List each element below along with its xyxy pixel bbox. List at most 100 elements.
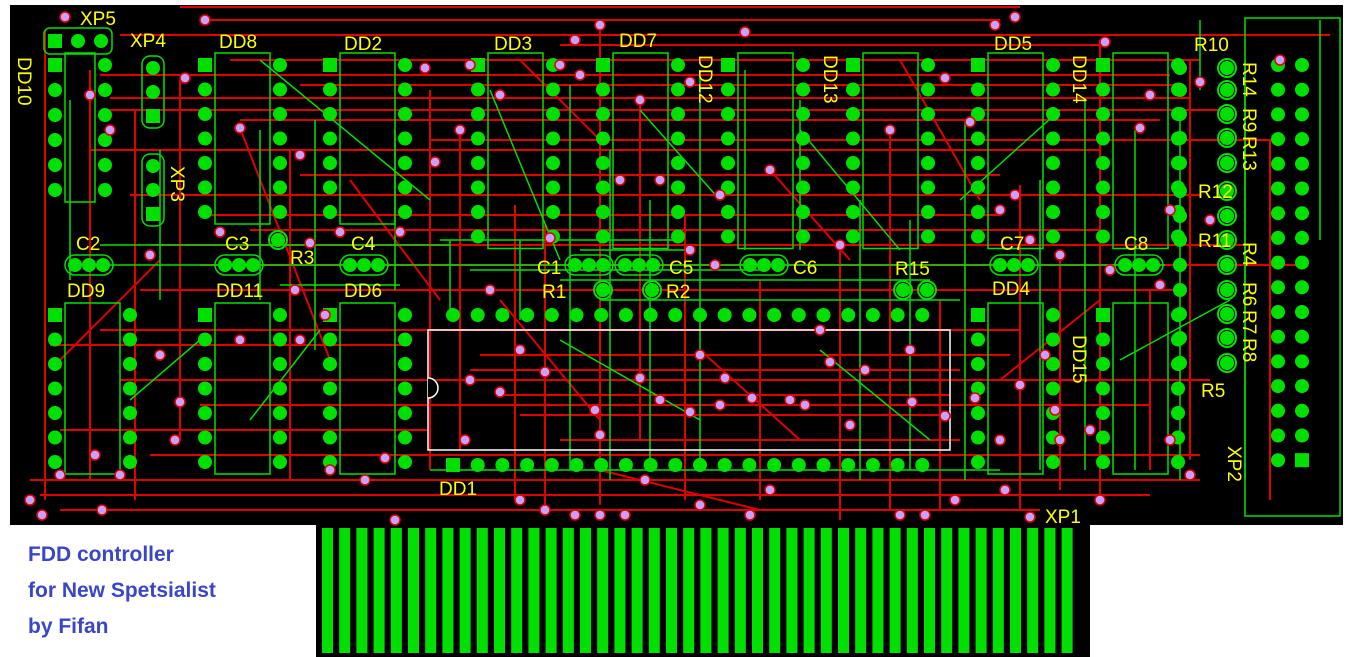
label-r2: R2: [666, 282, 690, 303]
pad: [1271, 280, 1285, 295]
xp3-outline: [141, 153, 165, 227]
pad: [569, 458, 584, 472]
bottom-trace: [129, 339, 201, 401]
pad: [971, 357, 985, 371]
via: [719, 372, 731, 384]
label-c7: C7: [1000, 234, 1024, 255]
via: [634, 94, 646, 106]
via: [1099, 36, 1111, 48]
pad: [1173, 156, 1187, 170]
pad: [1295, 379, 1309, 394]
dd1-notch: [427, 377, 439, 399]
via: [1054, 249, 1066, 261]
pad: [646, 258, 660, 272]
pad: [971, 406, 985, 420]
pad: [1295, 255, 1309, 270]
pad: [48, 133, 62, 147]
pad: [198, 406, 212, 420]
pad: [1046, 205, 1060, 219]
pad: [767, 308, 782, 322]
pad: [771, 258, 785, 272]
pad: [123, 332, 137, 347]
via: [619, 509, 631, 521]
via: [464, 374, 476, 386]
res-pad: [1217, 58, 1237, 78]
via: [54, 469, 66, 481]
pad: [546, 82, 560, 97]
pad: [618, 258, 632, 272]
caption-line-2: for New Spetsialist: [28, 579, 216, 602]
edge-finger: [425, 528, 437, 653]
pad: [594, 458, 609, 472]
pad: [1295, 280, 1309, 295]
via: [994, 204, 1006, 216]
via: [1024, 234, 1036, 246]
edge-connector-fingers: [322, 528, 1073, 653]
pad: [846, 205, 860, 219]
pad: [495, 308, 510, 322]
pad: [1271, 82, 1285, 97]
pad: [446, 458, 460, 472]
pad: [668, 308, 683, 322]
edge-finger: [1044, 528, 1056, 653]
pad: [323, 332, 337, 347]
silkscreen-labels: DD1 DD2 DD3 DD4 DD5 DD6 DD7 DD8 DD9 DD10…: [13, 9, 1259, 528]
pad: [1173, 283, 1187, 297]
ic-outline: [737, 52, 794, 250]
pad: [971, 332, 985, 347]
caption-line-1: FDD controller: [28, 543, 174, 566]
pad: [146, 159, 160, 173]
pad: [1271, 428, 1285, 443]
pad: [921, 180, 935, 195]
pad: [398, 82, 412, 97]
pad: [273, 156, 287, 170]
pad: [371, 258, 385, 272]
pad: [123, 357, 137, 371]
ic-outline: [64, 52, 96, 203]
via: [589, 404, 601, 416]
pad: [398, 430, 412, 445]
via: [1184, 469, 1196, 481]
edge-finger: [803, 528, 815, 653]
via: [906, 396, 918, 408]
label-xp2: XP2: [1223, 446, 1244, 482]
pad: [323, 131, 337, 146]
pad: [1118, 258, 1132, 272]
pad: [671, 156, 685, 170]
ic-outline: [64, 302, 121, 475]
pad: [323, 107, 337, 121]
pad: [98, 183, 112, 197]
pad: [915, 308, 930, 322]
ic-outline: [339, 302, 396, 475]
pad: [48, 34, 62, 48]
bottom-trace: [559, 339, 701, 421]
via: [494, 89, 506, 101]
pad: [1173, 184, 1187, 198]
pad: [273, 357, 287, 371]
via: [594, 429, 606, 441]
pad: [1295, 82, 1309, 97]
label-c5: C5: [669, 258, 693, 279]
via: [999, 484, 1011, 496]
pad: [323, 180, 337, 195]
bottom-trace: [1119, 299, 1231, 361]
pad: [232, 258, 246, 272]
pad: [668, 458, 683, 472]
edge-finger: [1061, 528, 1073, 653]
pad: [357, 258, 371, 272]
pad: [273, 455, 287, 469]
edge-finger: [855, 528, 867, 653]
via: [1204, 214, 1216, 226]
via: [199, 14, 211, 26]
via: [654, 394, 666, 406]
via: [694, 349, 706, 361]
pad: [1021, 258, 1035, 272]
pad: [643, 458, 658, 472]
pad: [596, 156, 610, 170]
via: [569, 509, 581, 521]
via: [514, 344, 526, 356]
pad: [198, 332, 212, 347]
pad: [971, 131, 985, 146]
via: [89, 449, 101, 461]
via: [639, 474, 651, 486]
